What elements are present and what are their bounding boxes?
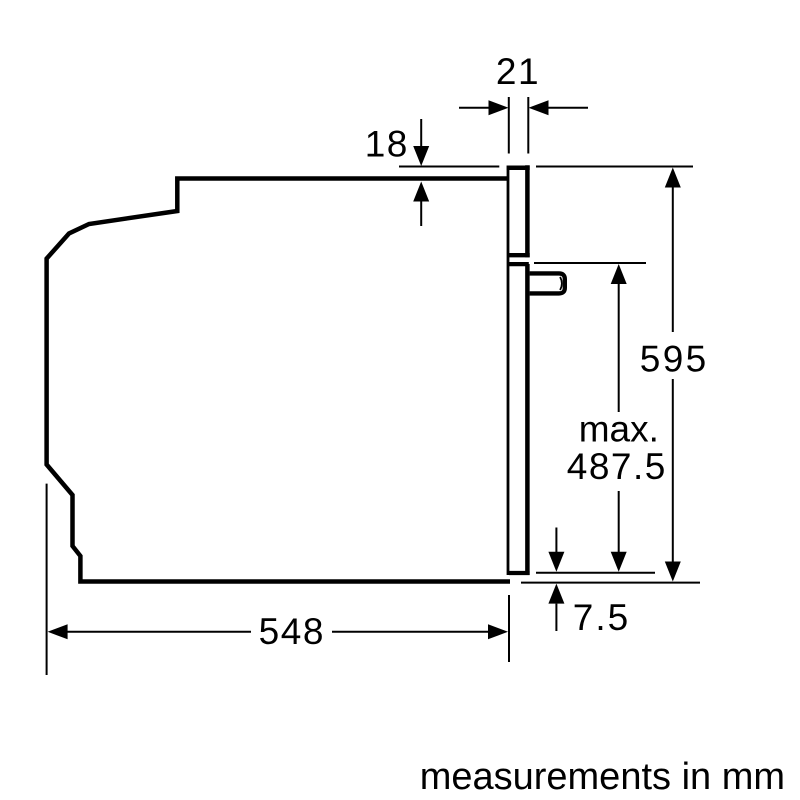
svg-text:21: 21 bbox=[496, 51, 540, 92]
svg-text:max.: max. bbox=[579, 409, 659, 450]
svg-text:18: 18 bbox=[365, 123, 409, 164]
svg-text:595: 595 bbox=[640, 338, 709, 379]
svg-text:487.5: 487.5 bbox=[567, 446, 667, 487]
svg-text:548: 548 bbox=[259, 611, 325, 652]
svg-text:7.5: 7.5 bbox=[573, 597, 630, 638]
svg-text:measurements in mm: measurements in mm bbox=[420, 756, 785, 798]
